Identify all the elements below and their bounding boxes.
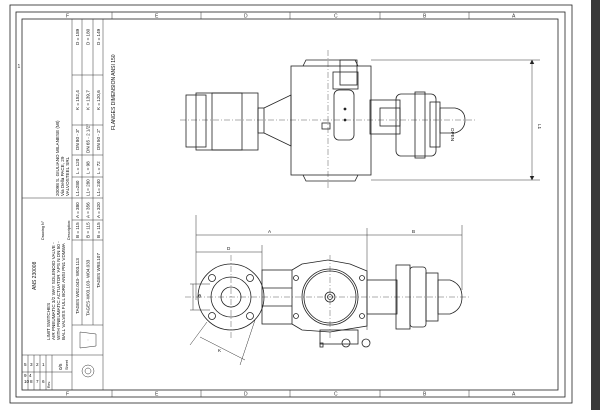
- zone-label: D: [244, 14, 248, 20]
- projection-symbol-icon: [79, 331, 97, 378]
- cell-b: B = 115: [75, 222, 80, 238]
- company-name: VALVOSTEEL SRL: [65, 156, 70, 196]
- limit-switch-box: [395, 91, 466, 159]
- rev-cell: 9: [24, 373, 27, 378]
- zone-label: B: [423, 14, 427, 20]
- drawing-number: ANS 230008: [32, 261, 38, 290]
- actuator-body: [290, 59, 401, 182]
- cell-a: A = 356: [86, 202, 91, 218]
- cell-tags: TAGES-W03.103- W04.033: [86, 259, 91, 316]
- cell-d: D = 189: [75, 28, 80, 45]
- description-line: AIR PNEUMATIC 3/2 WAY SOLENOID VALVE -: [51, 242, 56, 340]
- cell-b: B = 115: [96, 222, 101, 238]
- zone-labels-bottom: F E D C B A: [66, 392, 516, 398]
- rev-cell: 2: [36, 362, 39, 367]
- cell-a: A = 380: [75, 202, 80, 218]
- zone-label: F: [66, 14, 69, 20]
- table-row: D = 149 K = 120,6 DN 50 - 2" L = 72 L1= …: [96, 28, 101, 288]
- dimension-lines: [189, 215, 463, 366]
- cell-dn: DN 65 - 2 1/2": [86, 124, 91, 153]
- rev-label: Rev.: [47, 381, 51, 388]
- cell-dn: DN 80 - 3": [75, 128, 80, 150]
- outer-frame: [9, 4, 573, 404]
- dimension-label-k: K: [218, 348, 222, 353]
- zone-labels-top: F E D C B A: [66, 14, 516, 20]
- zone-label: A: [512, 14, 516, 20]
- cell-k: K = 139,7: [86, 90, 91, 110]
- cell-l: L = 72: [96, 161, 101, 174]
- dimension-label-phi: Φ: [197, 294, 202, 298]
- rev-cell: 7: [36, 379, 39, 384]
- table-row: D = 180 K = 139,7 DN 65 - 2 1/2" L = 98 …: [86, 28, 91, 316]
- title-block: [22, 19, 104, 390]
- dimension-label-b: B: [412, 229, 415, 234]
- cell-dn: DN 50 - 2": [96, 128, 101, 150]
- top-view: OPEN L1: [180, 50, 542, 190]
- cell-k: K = 152,4: [75, 90, 80, 110]
- side-view: A B D K Φ: [185, 215, 470, 366]
- company-info: VALVOSTEEL SRL Via Della PACE, 29 20098 …: [55, 120, 70, 196]
- cell-b: B = 115: [86, 222, 91, 238]
- cell-tags: TAGES W02.043- W03.113: [75, 258, 80, 314]
- zone-label: B: [423, 392, 427, 398]
- flanges-title: FLANGES DIMENSION ANSI 150: [111, 54, 117, 130]
- cell-l: L = 120: [75, 158, 80, 174]
- description-label: Description:: [67, 220, 71, 240]
- company-address: Via Della PACE, 29: [60, 156, 65, 196]
- dimension-label-l1: L1: [537, 124, 542, 130]
- zone-label: F: [66, 392, 69, 398]
- rev-cell: 5: [24, 362, 27, 367]
- cell-l1: L1= 240: [96, 179, 101, 196]
- zone-label: C: [334, 14, 338, 20]
- rev-cell: 4: [29, 373, 32, 378]
- flange: [197, 263, 265, 331]
- dimension-label-d: D: [227, 246, 231, 251]
- valve-body: [261, 259, 463, 348]
- sheet-value: 0/5: [58, 363, 63, 370]
- zone-label: E: [155, 392, 159, 398]
- zone-label: E: [155, 14, 159, 20]
- cell-l: L = 98: [86, 161, 91, 174]
- rev-cell: 8: [30, 379, 33, 384]
- description-line: WITH PNEUMATIC ACTUATOR 'APS N DN 50 -: [56, 241, 61, 340]
- rev-cell: 6: [42, 379, 45, 384]
- rev-cell: 1: [42, 362, 45, 367]
- company-city: 20098 S. GIULIANO MILANESE (MI): [55, 120, 60, 196]
- sheet-label: Sheet: [65, 359, 69, 370]
- zone-label: A: [512, 392, 516, 398]
- dimension-l1: [371, 59, 540, 181]
- zone-label: C: [334, 392, 338, 398]
- cell-l1: L1= 280: [86, 179, 91, 196]
- drawing-number-label: Drawing N°: [41, 220, 45, 240]
- rev-cell: 3: [30, 362, 33, 367]
- description-line: BALL VALVES FULL BORE ANSI PN1 VDMWA: [61, 242, 66, 340]
- zone-label: D: [244, 392, 248, 398]
- cell-k: K = 120,6: [96, 90, 101, 110]
- zone-label-side: 1: [18, 64, 21, 70]
- motor-cylinder: [185, 92, 292, 151]
- description-line: LIMIT SWITCHES: [46, 303, 51, 340]
- rev-cell: 10: [24, 379, 30, 384]
- dimension-label-a: A: [268, 229, 272, 234]
- table-row: D = 189 K = 152,4 DN 80 - 3" L = 120 L1=…: [75, 28, 80, 314]
- open-indicator-label: OPEN: [450, 128, 455, 141]
- drawing-border: [21, 18, 559, 391]
- description-block: Description: BALL VALVES FULL BORE ANSI …: [32, 220, 71, 340]
- cell-a: A = 320: [96, 202, 101, 218]
- inner-frame: [15, 11, 566, 398]
- cell-l1: L1=280: [75, 180, 80, 196]
- viewer-edge: [591, 0, 600, 410]
- cell-d: D = 149: [96, 28, 101, 45]
- cell-tags: TAGES W93.107: [96, 253, 101, 288]
- cell-d: D = 180: [86, 28, 91, 45]
- sheet-block: Sheet 0/5 Rev. 1 2 3 5 6 7 8 4 10 9: [24, 359, 69, 388]
